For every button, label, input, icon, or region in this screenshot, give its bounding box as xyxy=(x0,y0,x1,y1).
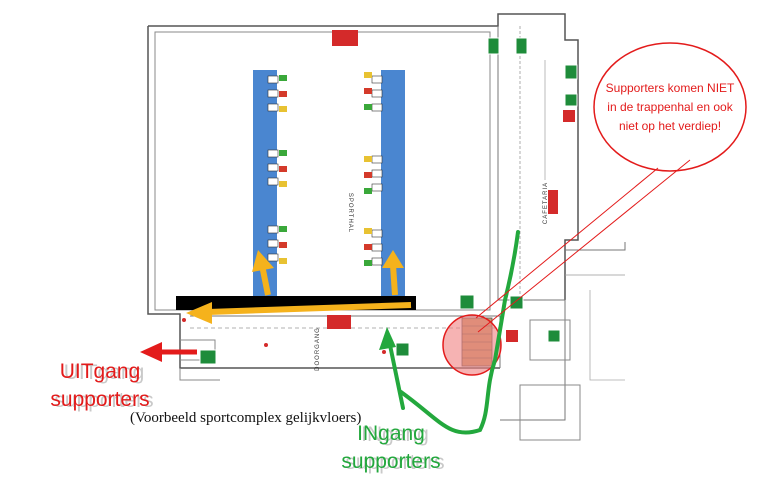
stairwell-highlight xyxy=(442,314,502,376)
seat-icons-right xyxy=(364,72,383,266)
markers xyxy=(182,318,386,354)
caption: (Voorbeeld sportcomplex gelijkvloers) xyxy=(130,410,362,426)
flow-arrows xyxy=(186,250,412,324)
label-sporthal: SPORTHAL xyxy=(347,192,354,234)
entry-label: INgang supporters xyxy=(326,420,456,476)
exit-arrow xyxy=(140,342,197,362)
entry-arrow-head xyxy=(379,327,396,350)
callout-bubble xyxy=(593,42,747,172)
label-doorgang: DOORGANG xyxy=(314,327,321,371)
entry-arrows xyxy=(388,230,520,435)
seat-icons-left xyxy=(267,75,287,264)
emergency-exit-sign-icon xyxy=(199,37,578,365)
entry-label-line1: INgang xyxy=(357,422,425,445)
callout-text-box: Supporters komen NIET in de trappenhal e… xyxy=(600,52,740,162)
exit-label-line1: UITgang xyxy=(59,360,141,383)
building-outline xyxy=(147,13,626,441)
exit-label: UITgang supporters xyxy=(40,358,160,414)
entry-label-line2: supporters xyxy=(341,450,441,473)
exit-label-line2: supporters xyxy=(50,388,150,411)
label-cafetaria: CAFETARIA xyxy=(543,181,550,225)
callout-pointer xyxy=(475,159,691,333)
fire-extinguisher-icon xyxy=(327,30,575,342)
callout-text: Supporters komen NIET in de trappenhal e… xyxy=(605,80,735,133)
